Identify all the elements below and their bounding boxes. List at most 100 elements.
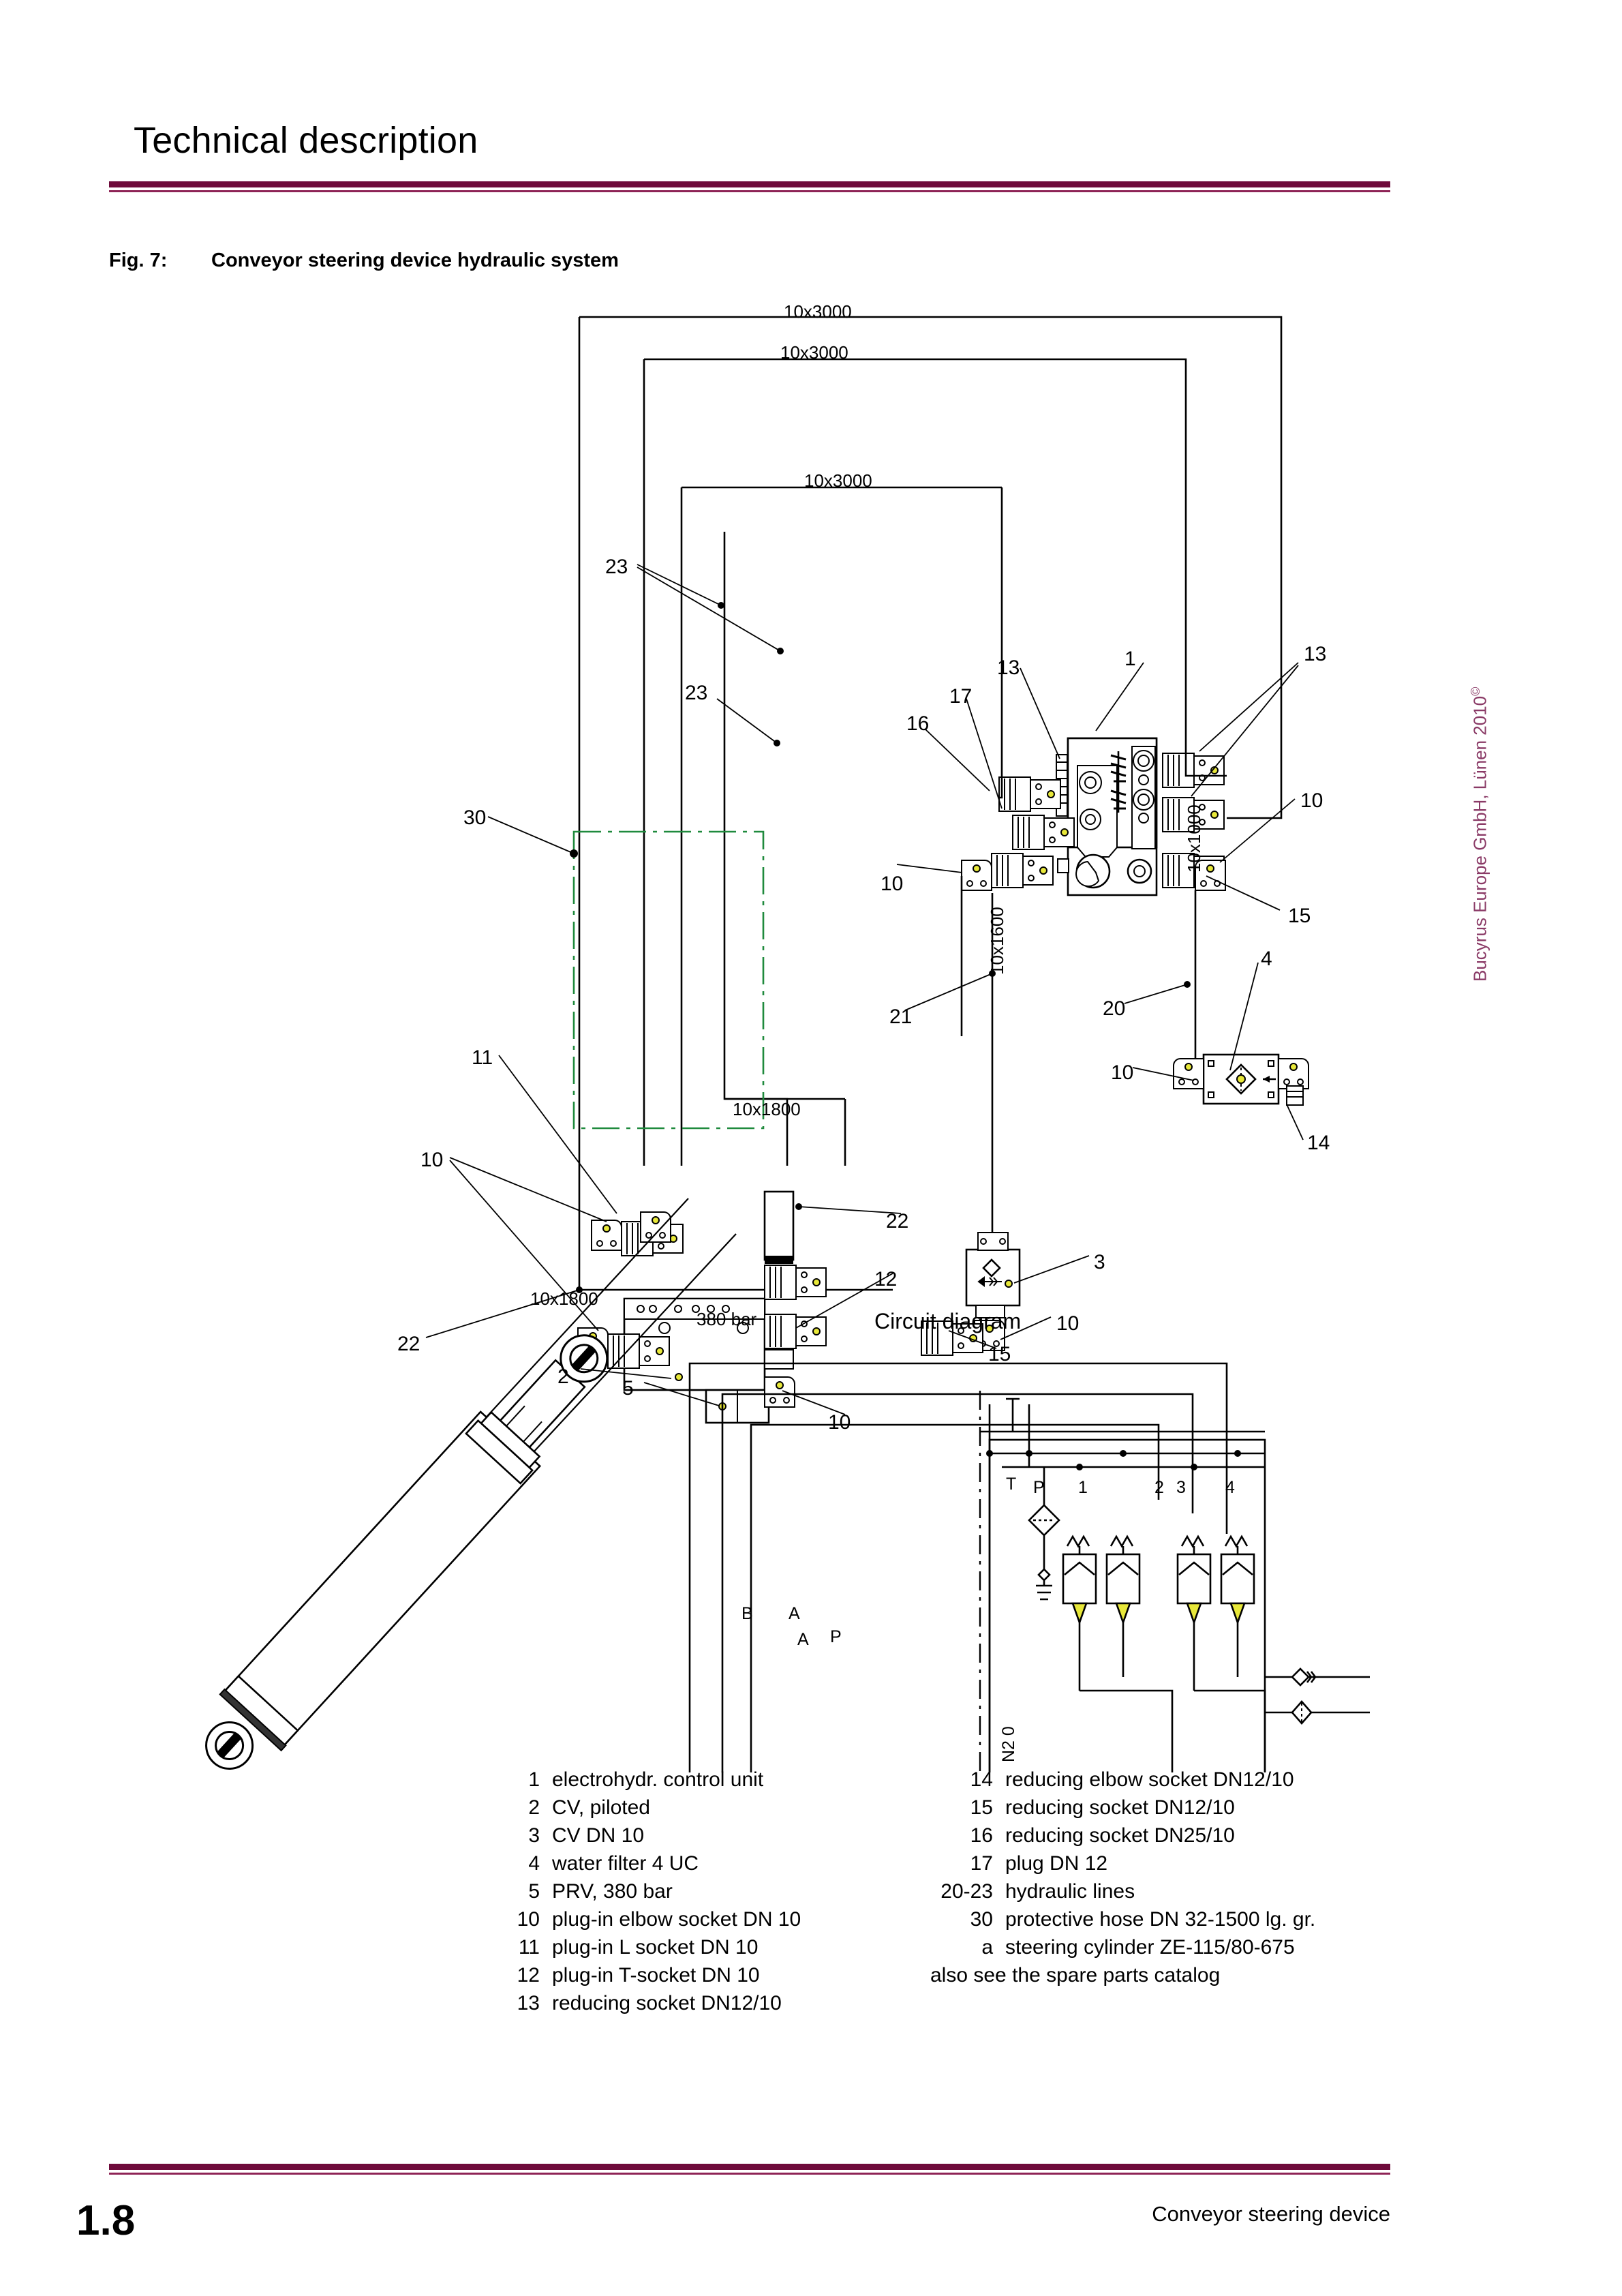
circuit-diagram-title: Circuit diagram xyxy=(874,1309,1022,1333)
figure-caption: Fig. 7: Conveyor steering device hydrauli… xyxy=(109,250,619,272)
item-callout-10: 10 xyxy=(1056,1312,1080,1335)
steering-cylinder xyxy=(205,1198,737,1770)
figure-title: Conveyor steering device hydraulic syste… xyxy=(211,250,619,271)
legend-item-number: 17 xyxy=(970,1852,993,1875)
item-callout-23: 23 xyxy=(605,556,628,578)
pilot-check-valve-assembly xyxy=(577,1190,827,1424)
circuit-diagram xyxy=(688,1362,1370,1772)
legend-row: a steering cylinder ZE-115/80-675 xyxy=(930,1933,1407,1961)
item-callout-10: 10 xyxy=(1300,789,1323,812)
item-callout-15: 15 xyxy=(988,1343,1011,1365)
legend-row: 20-23 hydraulic lines xyxy=(930,1877,1407,1905)
legend-row: 14 reducing elbow socket DN12/10 xyxy=(930,1766,1407,1794)
header-rule-thin xyxy=(109,190,1390,192)
manifold-internals xyxy=(980,1398,1266,1772)
legend-item-number: a xyxy=(981,1936,993,1959)
legend-note: also see the spare parts catalog xyxy=(930,1961,1407,1989)
protective-hose-outline xyxy=(572,830,765,1130)
hose-length-label: 10x1800 xyxy=(733,1099,801,1119)
circuit-tank-label: N2 0 xyxy=(999,1726,1018,1762)
item-callout-4: 4 xyxy=(1261,948,1272,970)
item-callout-1: 1 xyxy=(1124,648,1136,670)
legend-item-text: reducing socket DN25/10 xyxy=(1005,1824,1235,1847)
legend-item-text: plug-in L socket DN 10 xyxy=(552,1936,759,1959)
item-callout-13: 13 xyxy=(997,656,1020,679)
page-title: Technical description xyxy=(134,120,478,161)
item-callout-5: 5 xyxy=(622,1377,634,1400)
legend-item-number: 2 xyxy=(528,1796,540,1819)
legend-item-text: reducing elbow socket DN12/10 xyxy=(1005,1768,1294,1791)
legend-item-text: steering cylinder ZE-115/80-675 xyxy=(1005,1936,1295,1959)
hose-length-label: 10x1000 xyxy=(1184,804,1204,873)
legend-item-text: electrohydr. control unit xyxy=(552,1768,764,1791)
item-callout-10: 10 xyxy=(828,1411,851,1434)
item-callout-12: 12 xyxy=(874,1268,898,1290)
water-filter-assembly xyxy=(1173,1053,1309,1106)
legend-row: 13 reducing socket DN12/10 xyxy=(477,1989,913,2017)
leader-lines xyxy=(425,564,1304,1415)
legend-item-text: water filter 4 UC xyxy=(552,1852,699,1875)
legend-item-text: hydraulic lines xyxy=(1005,1880,1135,1903)
item-callout-2: 2 xyxy=(557,1365,569,1388)
check-valve-dn10 xyxy=(921,1232,1021,1356)
legend-item-text: plug DN 12 xyxy=(1005,1852,1108,1875)
item-callout-22: 22 xyxy=(886,1210,909,1233)
legend-row: 16 reducing socket DN25/10 xyxy=(930,1822,1407,1849)
copyright-mark: © xyxy=(1469,686,1482,696)
legend-item-number: 13 xyxy=(517,1992,540,2014)
drawing-canvas xyxy=(205,316,1370,1772)
hose-length-label: 380 bar xyxy=(697,1309,757,1329)
footer-rule-thin xyxy=(109,2173,1390,2175)
circuit-valve-port-label: P xyxy=(830,1627,842,1646)
footer-document-title: Conveyor steering device xyxy=(1152,2202,1390,2226)
circuit-port-label: 1 xyxy=(1078,1478,1088,1497)
legend-row: 10 plug-in elbow socket DN 10 xyxy=(477,1905,913,1933)
legend-item-number: 20-23 xyxy=(940,1880,993,1903)
legend-row: 17 plug DN 12 xyxy=(930,1849,1407,1877)
hose-length-label: 10x3000 xyxy=(784,301,852,322)
item-callout-3: 3 xyxy=(1094,1251,1105,1273)
legend-item-text: plug-in T-socket DN 10 xyxy=(552,1964,760,1987)
legend-row: 3 CV DN 10 xyxy=(477,1822,913,1849)
footer-rule-thick xyxy=(109,2164,1390,2170)
legend-item-number: 16 xyxy=(970,1824,993,1847)
item-callout-23: 23 xyxy=(685,682,708,704)
hose-length-label: 10x1800 xyxy=(530,1288,598,1309)
copyright-text: Bucyrus Europe GmbH, Lünen 2010 xyxy=(1469,695,1490,982)
legend-item-number: 3 xyxy=(528,1824,540,1847)
circuit-valve-port-label: B xyxy=(741,1604,753,1623)
legend-item-text: CV, piloted xyxy=(552,1796,650,1819)
circuit-valve-port-label: A xyxy=(789,1604,800,1623)
legend-item-number: 14 xyxy=(970,1768,993,1791)
solenoid-valve-row-upper xyxy=(1062,1535,1255,1636)
item-callout-11: 11 xyxy=(472,1046,493,1069)
item-callout-16: 16 xyxy=(906,712,930,735)
circuit-port-label: T xyxy=(1006,1475,1017,1494)
figure-number: Fig. 7: xyxy=(109,250,168,271)
legend-note-text: also see the spare parts catalog xyxy=(930,1964,1221,1987)
item-callout-30: 30 xyxy=(463,806,487,829)
item-callout-21: 21 xyxy=(889,1006,913,1028)
item-callout-10: 10 xyxy=(881,873,904,895)
legend-item-text: reducing socket DN12/10 xyxy=(552,1992,782,2014)
legend-item-text: reducing socket DN12/10 xyxy=(1005,1796,1235,1819)
header-rule-thick xyxy=(109,181,1390,187)
item-callout-22: 22 xyxy=(397,1333,420,1355)
legend-item-text: protective hose DN 32-1500 lg. gr. xyxy=(1005,1908,1316,1931)
legend-item-text: plug-in elbow socket DN 10 xyxy=(552,1908,801,1931)
page-number: 1.8 xyxy=(76,2197,136,2244)
legend-item-text: PRV, 380 bar xyxy=(552,1880,673,1903)
legend-item-number: 11 xyxy=(518,1936,540,1959)
copyright-notice: Bucyrus Europe GmbH, Lünen 2010© xyxy=(1469,627,1491,982)
legend-item-text: CV DN 10 xyxy=(552,1824,645,1847)
item-callout-14: 14 xyxy=(1307,1132,1330,1154)
legend-item-number: 10 xyxy=(517,1908,540,1931)
